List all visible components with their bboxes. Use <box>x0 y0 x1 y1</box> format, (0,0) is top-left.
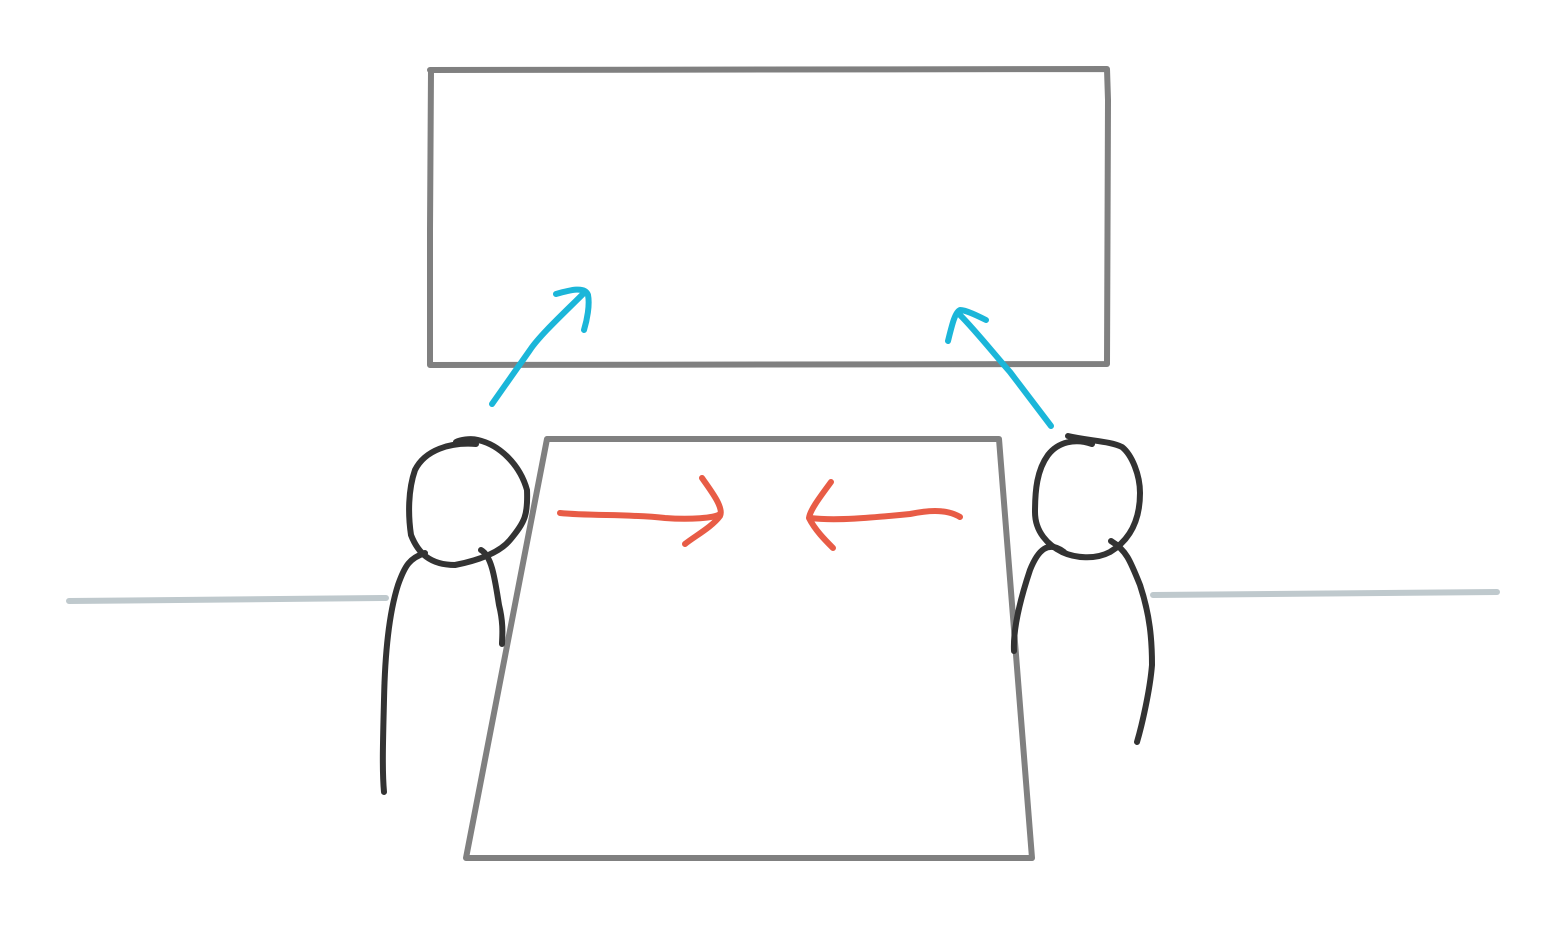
table <box>463 436 1035 861</box>
person-right-head <box>1032 433 1143 561</box>
person-right-body <box>1010 543 1067 654</box>
interaction-arrow-right <box>557 475 724 547</box>
floor-line-right <box>1150 589 1500 598</box>
person-left-body <box>379 550 428 795</box>
person-left <box>379 436 531 795</box>
gaze-arrow-right <box>945 307 1054 429</box>
floor-line-left <box>66 595 389 604</box>
person-left-arm <box>478 547 506 647</box>
display-screen <box>427 66 1111 368</box>
person-right <box>1010 433 1155 745</box>
interaction-arrow-left <box>806 479 963 551</box>
gaze-arrow-left <box>489 286 592 407</box>
person-left-head <box>406 436 531 568</box>
person-right-arm <box>1108 538 1155 745</box>
